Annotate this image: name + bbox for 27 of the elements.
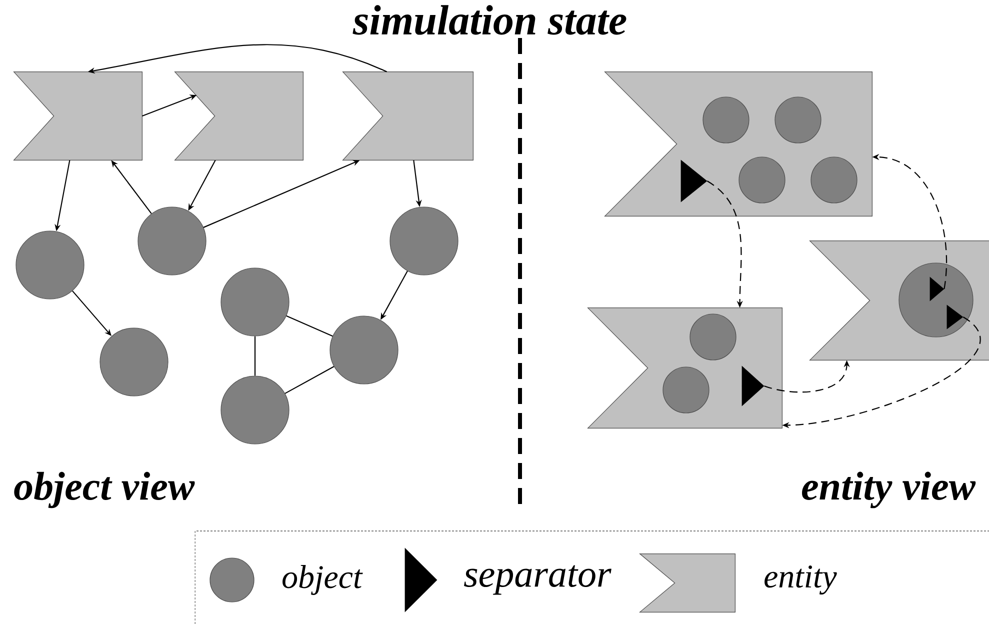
legend-label: entity	[764, 566, 837, 594]
separator-triangle	[946, 304, 964, 330]
object-circle	[774, 96, 822, 144]
title: simulation state	[352, 5, 626, 35]
entity-shape	[13, 72, 143, 160]
separator-triangle	[680, 160, 708, 202]
object-circle	[690, 314, 736, 360]
view-label: entity view	[802, 472, 976, 508]
object-circle	[702, 96, 750, 144]
legend-label: separator	[464, 565, 612, 595]
view-label: object view	[14, 472, 195, 508]
object-circle	[662, 366, 710, 414]
object-circle	[898, 262, 974, 338]
entity-shape	[342, 72, 474, 160]
object-circle	[390, 206, 458, 276]
object-circle	[810, 156, 858, 204]
object-circle	[220, 268, 290, 336]
object-circle	[738, 156, 786, 204]
object-circle	[100, 328, 168, 396]
legend-label: object	[282, 565, 363, 595]
separator-triangle	[930, 276, 944, 302]
object-circle	[138, 206, 206, 276]
entity-shape	[174, 72, 304, 160]
separator-triangle	[742, 366, 764, 406]
object-circle	[16, 230, 84, 300]
object-circle	[220, 376, 290, 444]
object-circle	[330, 316, 398, 384]
